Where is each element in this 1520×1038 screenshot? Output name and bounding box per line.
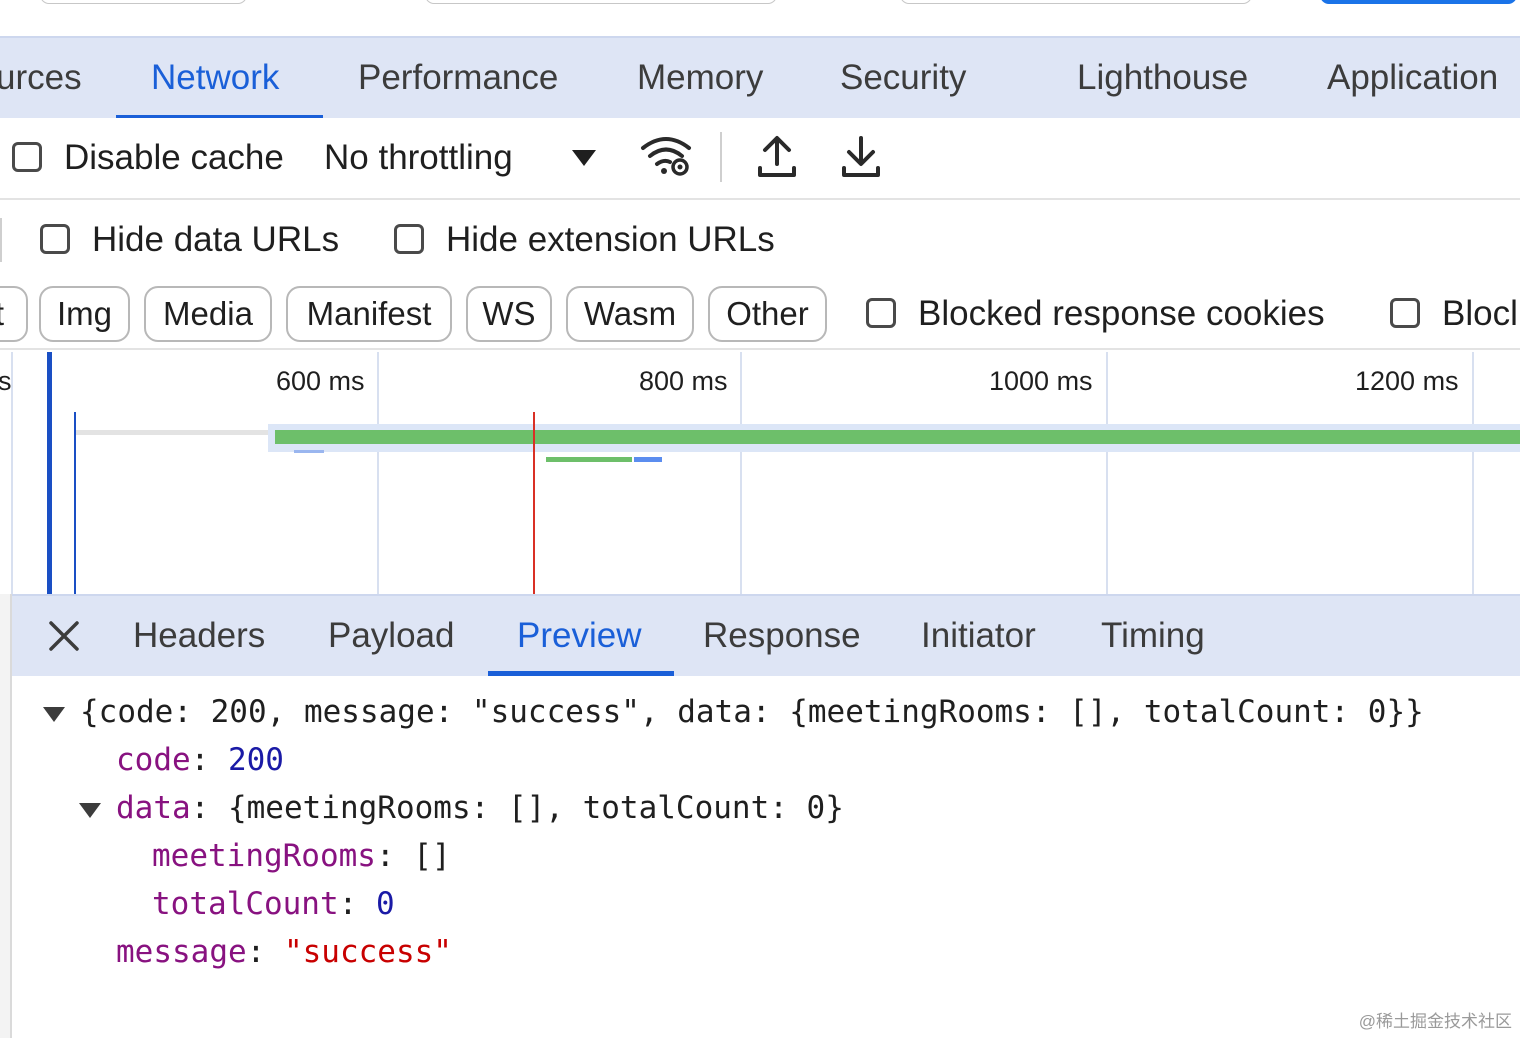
tree-value-string: "success" — [283, 934, 452, 970]
tab-network[interactable]: Network — [151, 58, 280, 97]
tab-sources[interactable]: urces — [0, 58, 82, 97]
request-queue-bar — [76, 430, 268, 435]
throttling-select[interactable]: No throttling — [324, 138, 513, 177]
filter-row-urls: Hide data URLs Hide extension URLs — [0, 200, 1520, 280]
tree-row-total-count[interactable]: totalCount: 0 — [152, 886, 395, 922]
type-chip-img[interactable]: Img — [39, 286, 130, 342]
tab-timing[interactable]: Timing — [1101, 616, 1205, 655]
download-icon[interactable] — [840, 134, 882, 180]
expand-triangle-icon[interactable] — [79, 803, 101, 818]
blocked-requests-checkbox[interactable] — [1390, 298, 1420, 328]
blocked-requests-label: Blocl — [1442, 294, 1518, 333]
tab-lighthouse[interactable]: Lighthouse — [1077, 58, 1249, 97]
type-chip-media[interactable]: Media — [144, 286, 272, 342]
response-preview-tree: {code: 200, message: "success", data: {m… — [14, 678, 1520, 1038]
tab-performance[interactable]: Performance — [358, 58, 559, 97]
timeline-gridline — [1472, 352, 1474, 594]
tree-key: code — [116, 742, 191, 778]
tree-key: message — [116, 934, 247, 970]
overview-selection-marker[interactable] — [47, 352, 52, 594]
load-event-line — [533, 412, 535, 594]
request-small-bar — [294, 450, 324, 453]
hide-extension-urls-label: Hide extension URLs — [446, 220, 775, 259]
tree-key: meetingRooms — [152, 838, 376, 874]
timeline-gridline — [11, 352, 13, 594]
tree-data-summary: {meetingRooms: [], totalCount: 0} — [227, 790, 844, 826]
hide-data-urls-checkbox[interactable] — [40, 224, 70, 254]
top-pill-primary[interactable] — [1320, 0, 1517, 4]
tab-initiator[interactable]: Initiator — [921, 616, 1036, 655]
tree-root-summary[interactable]: {code: 200, message: "success", data: {m… — [80, 694, 1424, 730]
timeline-tick-label: 1200 ms — [1355, 366, 1459, 396]
hide-extension-urls-checkbox[interactable] — [394, 224, 424, 254]
timeline-gridline — [1106, 352, 1108, 594]
tab-preview[interactable]: Preview — [517, 616, 642, 655]
tab-headers[interactable]: Headers — [133, 616, 266, 655]
timeline-gridline — [740, 352, 742, 594]
tree-value-number: 0 — [375, 886, 395, 922]
timeline-tick-label: s — [0, 366, 12, 396]
tree-value-number: 200 — [227, 742, 284, 778]
close-icon[interactable] — [48, 620, 80, 652]
request-waiting-bar — [275, 430, 1520, 444]
timeline-gridline — [377, 352, 379, 594]
timeline-tick-label: 1000 ms — [989, 366, 1093, 396]
toolbar-divider — [720, 132, 722, 182]
tree-row-data[interactable]: data: {meetingRooms: [], totalCount: 0} — [116, 790, 844, 826]
main-tab-bar: urces Network Performance Memory Securit… — [0, 36, 1520, 120]
disable-cache-label: Disable cache — [64, 138, 284, 177]
type-chip-font[interactable]: t — [0, 286, 28, 342]
timeline-tick-label: 800 ms — [639, 366, 728, 396]
top-pill[interactable] — [40, 0, 247, 4]
filter-divider — [0, 218, 2, 262]
tab-payload[interactable]: Payload — [328, 616, 455, 655]
type-chip-wasm[interactable]: Wasm — [566, 286, 694, 342]
type-chip-ws[interactable]: WS — [466, 286, 552, 342]
network-conditions-icon[interactable] — [640, 132, 692, 178]
tree-value-array: [] — [413, 838, 451, 874]
timeline-tick-label: 600 ms — [276, 366, 365, 396]
disable-cache-checkbox[interactable] — [12, 142, 42, 172]
tab-response[interactable]: Response — [703, 616, 861, 655]
timeline-overview[interactable]: s 600 ms 800 ms 1000 ms 1200 ms — [0, 352, 1520, 594]
network-toolbar: Disable cache No throttling — [0, 118, 1520, 200]
request-download-bar — [634, 457, 662, 462]
hide-data-urls-label: Hide data URLs — [92, 220, 340, 259]
request-waiting-bar — [546, 457, 632, 462]
tree-row-meeting-rooms[interactable]: meetingRooms: [] — [152, 838, 451, 874]
top-strip — [0, 0, 1520, 36]
chevron-down-icon[interactable] — [572, 150, 596, 166]
type-chip-manifest[interactable]: Manifest — [286, 286, 452, 342]
tab-memory[interactable]: Memory — [637, 58, 764, 97]
request-detail-tab-bar: Headers Payload Preview Response Initiat… — [12, 594, 1520, 676]
top-pill[interactable] — [425, 0, 777, 4]
tree-row-message[interactable]: message: "success" — [116, 934, 452, 970]
active-tab-indicator — [116, 115, 323, 120]
blocked-response-cookies-checkbox[interactable] — [866, 298, 896, 328]
expand-triangle-icon[interactable] — [43, 707, 65, 722]
active-detail-tab-indicator — [488, 671, 674, 676]
blocked-response-cookies-label: Blocked response cookies — [918, 294, 1325, 333]
filter-row-types: t Img Media Manifest WS Wasm Other Block… — [0, 280, 1520, 350]
tree-row-code[interactable]: code: 200 — [116, 742, 284, 778]
tab-application[interactable]: Application — [1327, 58, 1499, 97]
upload-icon[interactable] — [756, 134, 798, 180]
watermark: @稀土掘金技术社区 — [1358, 1012, 1512, 1031]
tree-key: totalCount — [152, 886, 339, 922]
dom-content-loaded-line — [74, 412, 76, 594]
tree-key: data — [116, 790, 191, 826]
request-list-gutter — [0, 594, 12, 1038]
tab-security[interactable]: Security — [840, 58, 967, 97]
type-chip-other[interactable]: Other — [708, 286, 827, 342]
top-pill[interactable] — [900, 0, 1252, 4]
